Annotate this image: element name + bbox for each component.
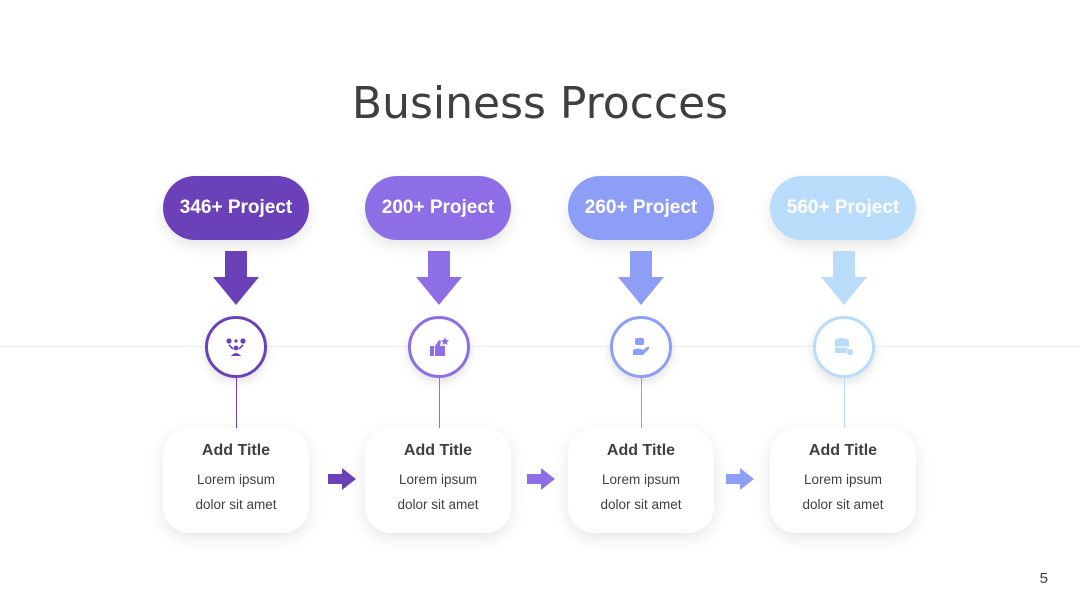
project-badge-1: 346+ Project	[163, 176, 309, 240]
card-title: Add Title	[201, 442, 271, 459]
right-arrow-icon	[527, 468, 555, 490]
connector-line	[844, 376, 845, 428]
step-icon-circle-4	[813, 316, 875, 378]
card-text-line: dolor sit amet	[195, 497, 277, 512]
thumbs-up-star-icon	[430, 337, 449, 356]
card-title: Add Title	[403, 442, 473, 459]
slide-title: Business Procces	[351, 78, 729, 129]
right-arrow-icon	[328, 468, 356, 490]
right-arrow-icon	[726, 468, 754, 490]
down-arrow-icon	[821, 251, 867, 305]
down-arrow-icon	[618, 251, 664, 305]
card-text-line: dolor sit amet	[600, 497, 682, 512]
card-text-line: Lorem ipsum	[601, 472, 681, 487]
step-icon-circle-2	[408, 316, 470, 378]
step-icon-circle-1	[205, 316, 267, 378]
connector-line	[641, 376, 642, 428]
team-network-icon	[226, 338, 246, 356]
down-arrow-icon	[416, 251, 462, 305]
card-title: Add Title	[808, 442, 878, 459]
project-badge-4: 560+ Project	[770, 176, 916, 240]
down-arrow-icon	[213, 251, 259, 305]
connector-line	[439, 376, 440, 428]
card-text-line: Lorem ipsum	[803, 472, 883, 487]
server-settings-icon	[835, 338, 855, 357]
step-icon-circle-3	[610, 316, 672, 378]
step-card-3: Add Title Lorem ipsum dolor sit amet	[568, 428, 714, 533]
step-card-1: Add Title Lorem ipsum dolor sit amet	[163, 428, 309, 533]
step-card-2: Add Title Lorem ipsum dolor sit amet	[365, 428, 511, 533]
card-text-line: dolor sit amet	[397, 497, 479, 512]
project-badge-3: 260+ Project	[568, 176, 714, 240]
card-text-line: Lorem ipsum	[196, 472, 276, 487]
project-badge-2: 200+ Project	[365, 176, 511, 240]
connector-line	[236, 376, 237, 428]
step-card-4: Add Title Lorem ipsum dolor sit amet	[770, 428, 916, 533]
card-text-line: Lorem ipsum	[398, 472, 478, 487]
timeline-line	[0, 346, 1080, 347]
page-number: 5	[1039, 570, 1048, 587]
hand-holding-icon	[633, 338, 650, 355]
card-text-line: dolor sit amet	[802, 497, 884, 512]
card-title: Add Title	[606, 442, 676, 459]
